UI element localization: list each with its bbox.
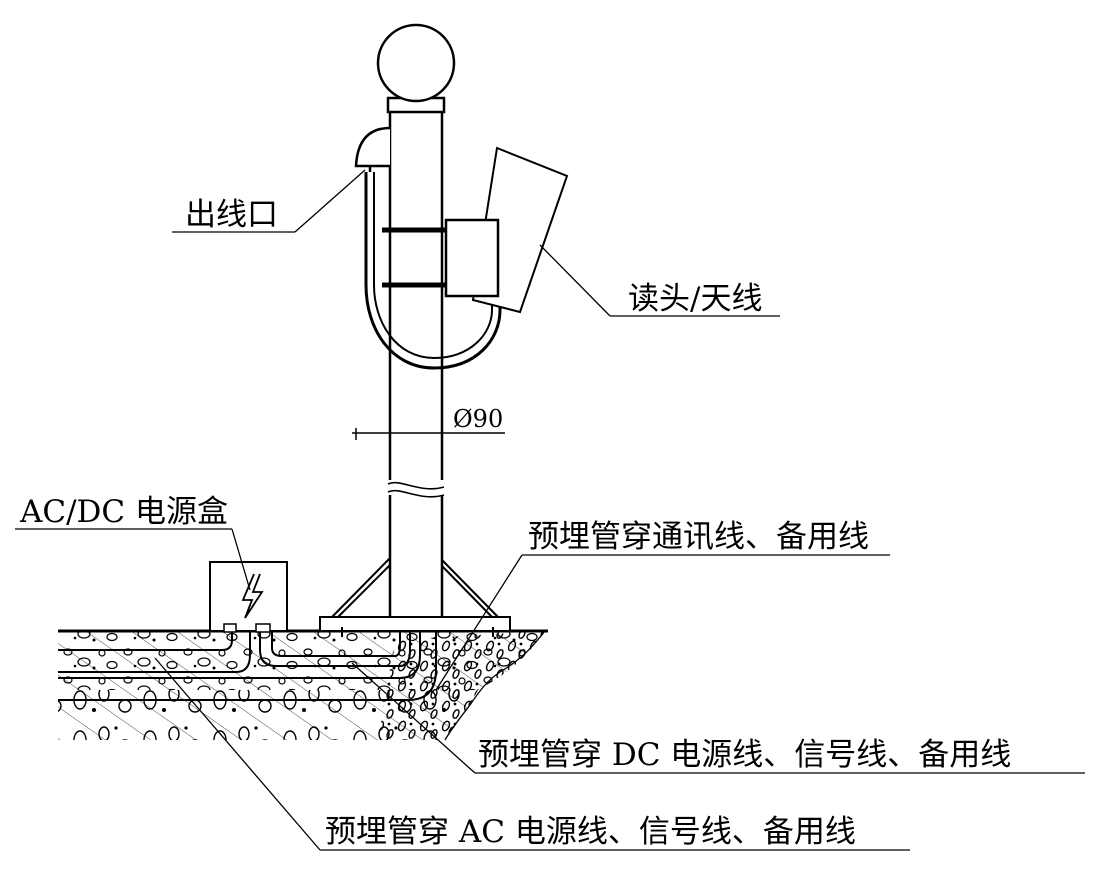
reader-antenna-label: 读头/天线	[628, 281, 762, 317]
conduit-comm-label: 预埋管穿通讯线、备用线	[528, 519, 869, 555]
pole-top-ball	[376, 23, 456, 103]
pole	[376, 23, 456, 617]
ground-lower-hatch	[58, 690, 478, 740]
ground-right-edge	[444, 630, 546, 741]
conduit-dc-label: 预埋管穿 DC 电源线、信号线、备用线	[478, 737, 1011, 773]
diameter-label: Ø90	[453, 405, 503, 433]
power-box	[209, 561, 288, 633]
power-box-label: AC/DC 电源盒	[19, 494, 228, 530]
foundation-concrete	[378, 631, 545, 740]
conduit-ac-label: 预埋管穿 AC 电源线、信号线、备用线	[325, 814, 856, 850]
cable-outlet	[354, 126, 502, 370]
diameter-dimension	[352, 428, 505, 440]
pole-base	[319, 557, 511, 637]
conduit-pipes	[58, 620, 437, 701]
outlet-label: 出线口	[185, 197, 278, 233]
ground-section	[58, 620, 548, 741]
pole-break-upper	[387, 481, 445, 490]
reader-antenna	[444, 146, 569, 314]
pole-break-lower	[387, 489, 445, 498]
cable-loop	[364, 172, 502, 370]
reader-box	[444, 218, 500, 298]
leader-lines	[15, 169, 1085, 851]
lightning-bolt-icon	[241, 573, 264, 619]
